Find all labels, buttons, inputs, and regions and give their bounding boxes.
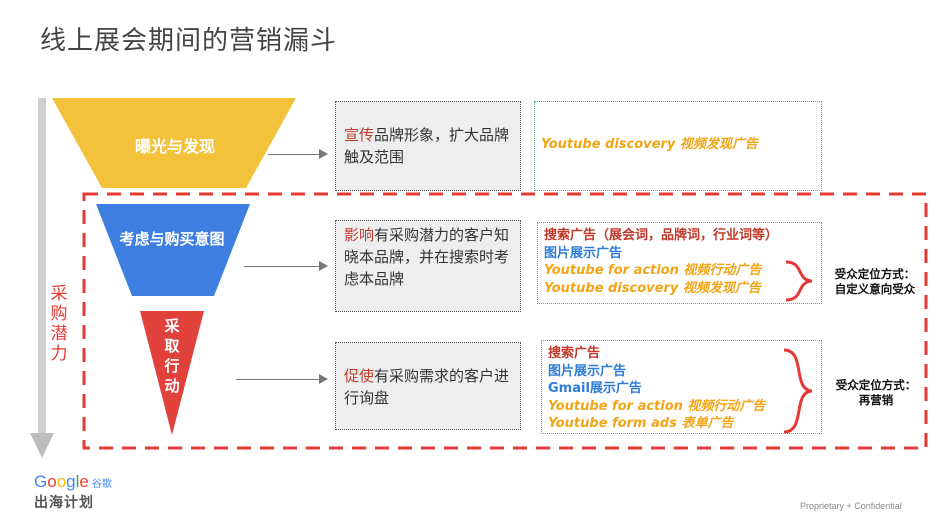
ads-panel: Youtube discovery 视频发现广告 [534, 101, 822, 191]
funnel-label-action: 采取行动 [164, 317, 180, 395]
desc-highlight: 宣传 [344, 126, 375, 144]
arrow-right-icon [319, 374, 328, 384]
footer-confidential: Proprietary + Confidential [800, 501, 902, 511]
google-letter: G [34, 472, 48, 491]
connector-line [236, 379, 320, 380]
desc-highlight: 促使 [344, 367, 375, 385]
funnel-stage-exposure [52, 98, 296, 188]
stage-description: 影响有采购潜力的客户知晓本品牌，并在搜索时考虑本品牌 [335, 220, 521, 312]
ad-item: Youtube for action 视频行动广告 [548, 398, 766, 414]
desc-text: 有采购需求的客户进行询盘 [344, 367, 510, 407]
dashed-frame [82, 192, 928, 450]
google-wordmark: Google [34, 472, 89, 491]
ad-item: 图片展示广告 [544, 245, 623, 261]
brand-cn-name: 谷歌 [91, 479, 112, 490]
down-arrow-icon [30, 98, 54, 458]
page-title: 线上展会期间的营销漏斗 [40, 26, 338, 56]
arrow-right-icon [319, 261, 328, 271]
ad-item: Youtube discovery 视频发现广告 [541, 137, 758, 152]
google-letter: e [79, 472, 89, 491]
google-letter: o [56, 472, 67, 491]
targeting-note: 受众定位方式： 自定义意向受众 [834, 267, 916, 296]
arrow-right-icon [319, 149, 328, 159]
desc-text: 有采购潜力的客户知晓本品牌，并在搜索时考虑本品牌 [344, 226, 510, 288]
funnel-label-consideration: 考虑与购买意图 [119, 230, 225, 248]
ad-item: 搜索广告（展会词，品牌词，行业词等） [544, 228, 779, 243]
ads-panel: 搜索广告（展会词，品牌词，行业词等） 图片展示广告 Youtube for ac… [537, 222, 822, 304]
ad-item: Youtube form ads 表单广告 [548, 416, 734, 431]
google-letter: l [75, 472, 80, 491]
targeting-note: 受众定位方式： 再营销 [835, 378, 917, 407]
ad-item: Youtube discovery 视频发现广告 [544, 280, 761, 296]
connector-line [268, 154, 320, 155]
google-letter: o [47, 472, 57, 491]
ad-item: Gmail展示广告 [548, 381, 642, 396]
ad-item: 图片展示广告 [548, 363, 627, 379]
ad-item: 搜索广告 [548, 346, 601, 361]
stage-description: 宣传品牌形象，扩大品牌触及范围 [335, 101, 521, 191]
right-brace-icon [785, 260, 813, 302]
connector-line [244, 266, 320, 267]
side-label: 采 购 潜 力 [50, 284, 68, 364]
ad-item: Youtube for action 视频行动广告 [544, 263, 762, 278]
stage-description: 促使有采购需求的客户进行询盘 [335, 342, 521, 430]
ads-panel: 搜索广告 图片展示广告 Gmail展示广告 Youtube for action… [541, 340, 822, 434]
right-brace-icon [783, 348, 813, 434]
google-letter: g [66, 472, 76, 491]
funnel-stage-consideration [96, 204, 250, 296]
desc-text: 品牌形象，扩大品牌触及范围 [344, 126, 510, 166]
funnel-label-exposure: 曝光与发现 [134, 137, 215, 156]
desc-highlight: 影响 [344, 226, 375, 244]
program-name: 出海计划 [34, 495, 94, 511]
funnel-stage-action [140, 311, 204, 435]
